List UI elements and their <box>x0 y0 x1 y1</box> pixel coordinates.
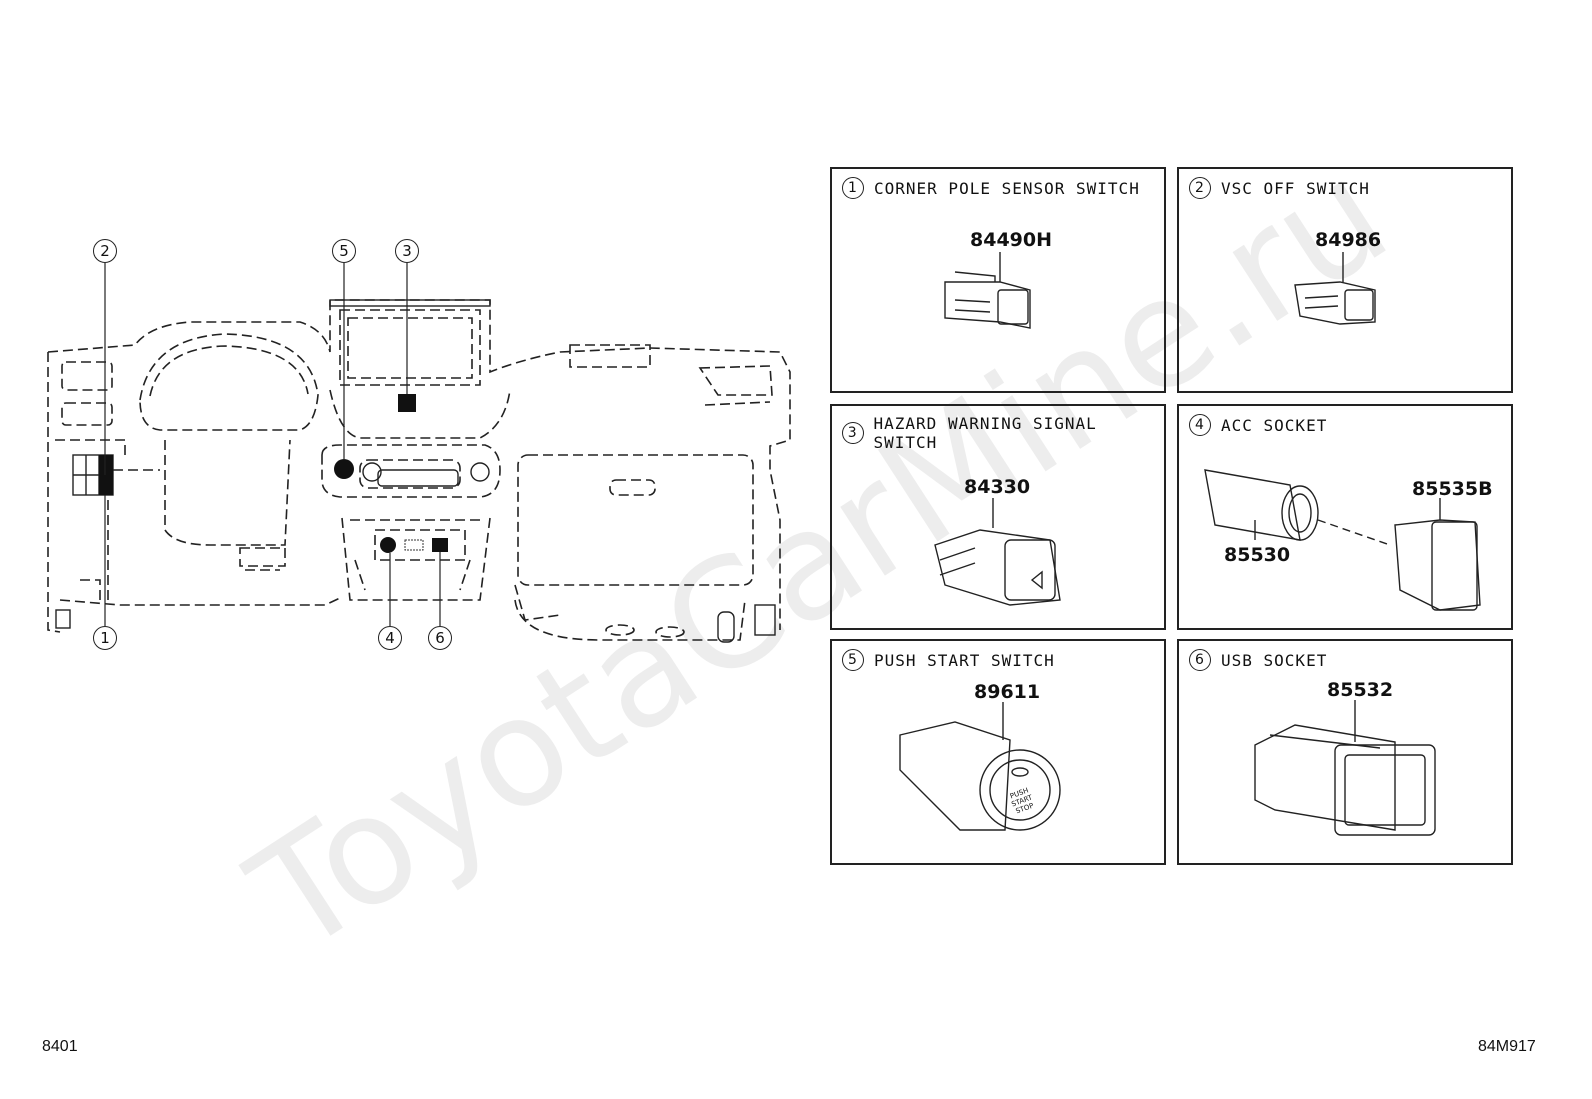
panel-number: 2 <box>1189 177 1211 199</box>
panel-number: 6 <box>1189 649 1211 671</box>
panel-title-text: CORNER POLE SENSOR SWITCH <box>874 178 1140 198</box>
callout-6: 6 <box>428 626 452 650</box>
footer-right-code: 84M917 <box>1478 1038 1536 1055</box>
panel-push-start-switch: 5 PUSH START SWITCH 89611 PUSH START STO… <box>830 639 1166 865</box>
footer-left-code: 8401 <box>42 1038 78 1055</box>
panel-title-text: ACC SOCKET <box>1221 415 1328 435</box>
callout-4: 4 <box>378 626 402 650</box>
callout-5: 5 <box>332 239 356 263</box>
panel-number: 3 <box>842 422 864 444</box>
panel-title: 3 HAZARD WARNING SIGNAL SWITCH <box>842 414 1164 452</box>
push-start-button-face: PUSH START STOP <box>997 782 1047 820</box>
panel-number: 1 <box>842 177 864 199</box>
part-number: 85530 <box>1224 544 1291 566</box>
panel-title: 5 PUSH START SWITCH <box>842 649 1055 671</box>
panel-acc-socket: 4 ACC SOCKET 85535B 85530 <box>1177 404 1513 630</box>
panel-title-text: PUSH START SWITCH <box>874 650 1055 670</box>
panel-corner-pole-sensor-switch: 1 CORNER POLE SENSOR SWITCH 84490H <box>830 167 1166 393</box>
callout-1: 1 <box>93 626 117 650</box>
panel-title: 1 CORNER POLE SENSOR SWITCH <box>842 177 1140 199</box>
panel-title-text: USB SOCKET <box>1221 650 1328 670</box>
panel-number: 4 <box>1189 414 1211 436</box>
panel-number: 5 <box>842 649 864 671</box>
part-number: 84330 <box>964 476 1031 498</box>
callout-3: 3 <box>395 239 419 263</box>
panel-title-text: HAZARD WARNING SIGNAL SWITCH <box>873 414 1097 452</box>
part-number: 85535B <box>1412 478 1493 500</box>
part-number: 84986 <box>1315 229 1382 251</box>
panel-title: 6 USB SOCKET <box>1189 649 1327 671</box>
part-number: 89611 <box>974 681 1041 703</box>
panel-vsc-off-switch: 2 VSC OFF SWITCH 84986 <box>1177 167 1513 393</box>
panel-title: 2 VSC OFF SWITCH <box>1189 177 1370 199</box>
panel-title-text: VSC OFF SWITCH <box>1221 178 1370 198</box>
part-number: 85532 <box>1327 679 1394 701</box>
panel-title: 4 ACC SOCKET <box>1189 414 1327 436</box>
callout-2: 2 <box>93 239 117 263</box>
part-number: 84490H <box>970 229 1053 251</box>
panel-usb-socket: 6 USB SOCKET 85532 <box>1177 639 1513 865</box>
panel-hazard-warning-signal-switch: 3 HAZARD WARNING SIGNAL SWITCH 84330 <box>830 404 1166 630</box>
